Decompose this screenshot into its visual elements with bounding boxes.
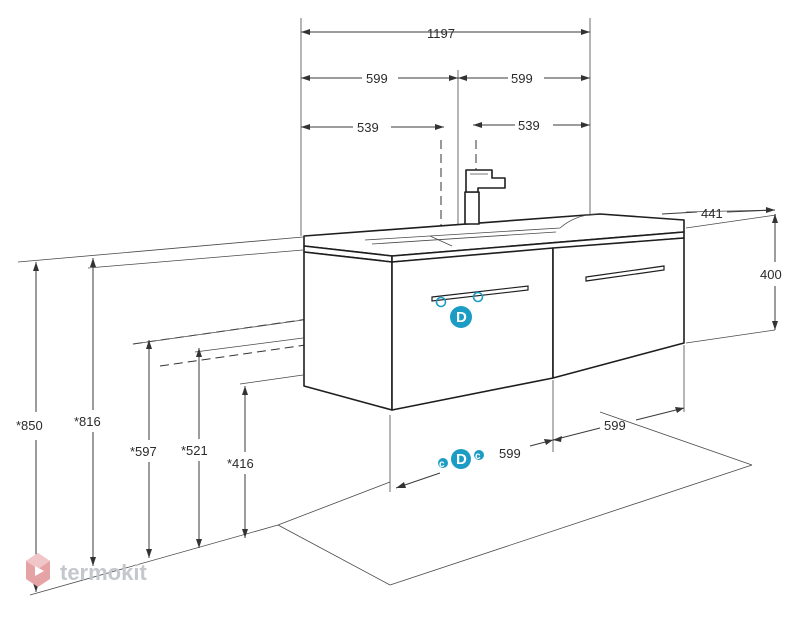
dim-bottom-half-left: 599: [499, 446, 521, 461]
dim-overall-width: 1197: [427, 26, 455, 41]
supply-markers-top: [435, 291, 484, 308]
drain-marker-label: D: [456, 309, 467, 326]
height-dimensions: [33, 214, 778, 592]
dim-basin-offset-left: 539: [357, 120, 379, 135]
wall-floor-lines: [17, 209, 777, 596]
hot-supply-marker-label: c: [475, 451, 481, 462]
dim-floor-to-top: *850: [16, 418, 43, 433]
brand-name: termokit: [60, 560, 147, 585]
top-dimensions: [300, 18, 591, 290]
vanity-cabinet: [303, 213, 685, 411]
dim-bottom-half-right: 599: [604, 418, 626, 433]
dim-half-width-right: 599: [511, 71, 533, 86]
dim-height: 400: [760, 267, 782, 282]
bottom-dimensions: [389, 345, 685, 492]
drain-marker-floor-label: D: [456, 451, 467, 468]
dim-floor-to-drain-2: *521: [181, 443, 208, 458]
dim-floor-to-bottom-top: *816: [74, 414, 101, 429]
dim-half-width-left: 599: [366, 71, 388, 86]
cold-supply-marker-label: c: [439, 459, 445, 470]
floor-markers: c D c: [438, 449, 484, 470]
faucet: [464, 169, 506, 225]
dim-floor-to-cabinet-bottom: *416: [227, 456, 254, 471]
dim-depth: 441: [701, 206, 723, 221]
depth-dimension: [661, 207, 776, 215]
drain-marker-top: D: [450, 306, 472, 328]
brand-logo: termokit: [26, 553, 147, 587]
dim-floor-to-drain-1: *597: [130, 444, 157, 459]
dim-basin-offset-right: 539: [518, 118, 540, 133]
